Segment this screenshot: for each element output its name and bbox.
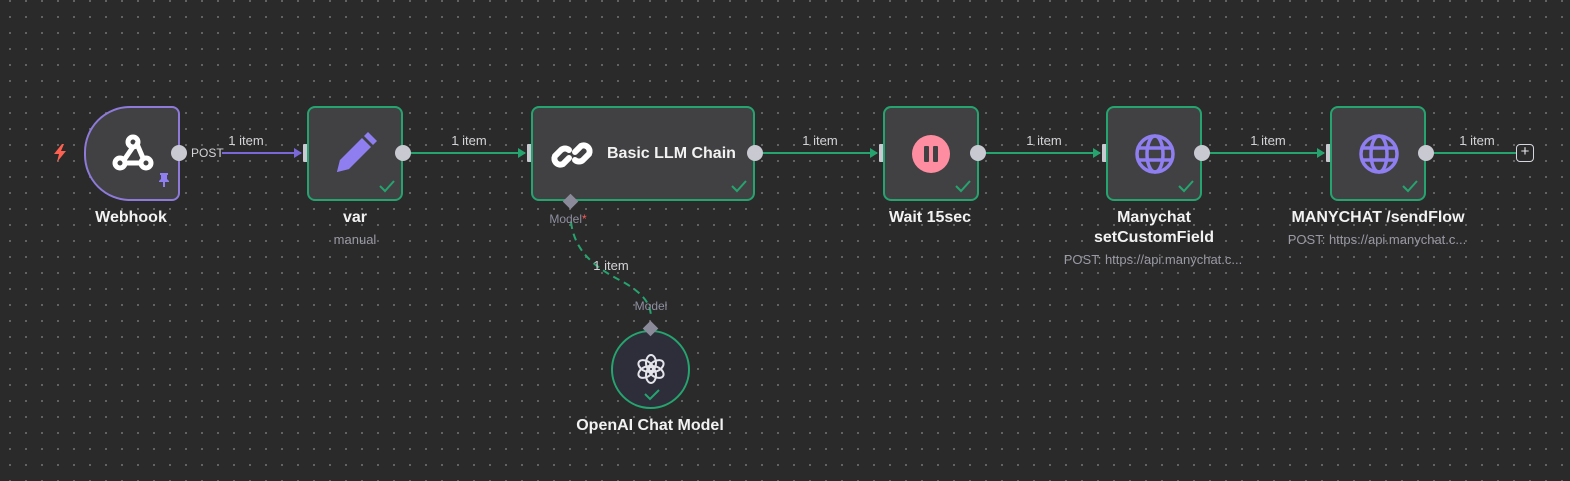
sendflow-output-handle[interactable]: [1418, 145, 1434, 161]
success-check-icon: [1178, 180, 1194, 193]
add-node-button[interactable]: +: [1516, 144, 1534, 162]
node-openai-chat-model[interactable]: [611, 330, 690, 409]
success-check-icon: [379, 180, 395, 193]
openai-icon: [634, 352, 668, 386]
edge-label-var-llm: 1 item: [451, 133, 487, 148]
node-wait-title: Wait 15sec: [888, 209, 972, 226]
edge-model-llm[interactable]: [570, 221, 652, 319]
node-webhook[interactable]: [84, 106, 180, 201]
globe-icon: [1133, 132, 1177, 176]
success-check-icon: [644, 389, 660, 401]
edge-label-setfield-sendflow: 1 item: [1250, 133, 1286, 148]
edge-label-llm-wait: 1 item: [802, 133, 838, 148]
pencil-icon: [331, 130, 379, 178]
edge-label-model-llm: 1 item: [593, 258, 629, 273]
edge-label-webhook-var: 1 item: [228, 133, 264, 148]
llm-output-handle[interactable]: [747, 145, 763, 161]
wait-output-handle[interactable]: [970, 145, 986, 161]
node-sendflow-title: MANYCHAT /sendFlow: [1291, 209, 1465, 226]
openai-model-port-label: Model: [634, 299, 668, 313]
node-var[interactable]: [307, 106, 403, 201]
webhook-output-label: POST: [191, 146, 224, 160]
success-check-icon: [955, 180, 971, 193]
webhook-icon: [110, 130, 156, 176]
globe-icon: [1357, 132, 1401, 176]
webhook-output-handle[interactable]: [171, 145, 187, 161]
pin-icon: [158, 173, 170, 192]
node-setfield-title-line2: setCustomField: [1093, 229, 1215, 246]
node-setfield-subtitle: POST: https://api.manychat.c...: [1063, 252, 1243, 267]
node-wait[interactable]: [883, 106, 979, 201]
node-basic-llm-chain-title: Basic LLM Chain: [607, 145, 736, 162]
edge-label-sendflow-add: 1 item: [1459, 133, 1495, 148]
edge-label-wait-setfield: 1 item: [1026, 133, 1062, 148]
success-check-icon: [731, 180, 747, 193]
var-output-handle[interactable]: [395, 145, 411, 161]
trigger-lightning-icon: [50, 143, 70, 163]
success-check-icon: [1402, 180, 1418, 193]
node-webhook-title: Webhook: [95, 209, 167, 226]
setfield-output-handle[interactable]: [1194, 145, 1210, 161]
node-manychat-sendflow[interactable]: [1330, 106, 1426, 201]
llm-model-port-label: Model*: [549, 212, 587, 226]
node-sendflow-subtitle: POST: https://api.manychat.c...: [1287, 232, 1467, 247]
node-basic-llm-chain[interactable]: Basic LLM Chain: [531, 106, 755, 201]
node-setfield-title-line1: Manychat: [1117, 209, 1191, 226]
link-chain-icon: [549, 132, 595, 178]
node-manychat-setcustomfield[interactable]: [1106, 106, 1202, 201]
node-openai-title: OpenAI Chat Model: [576, 417, 724, 434]
node-var-title: var: [342, 209, 368, 226]
pause-icon: [911, 134, 951, 174]
node-var-subtitle: manual: [333, 232, 377, 247]
